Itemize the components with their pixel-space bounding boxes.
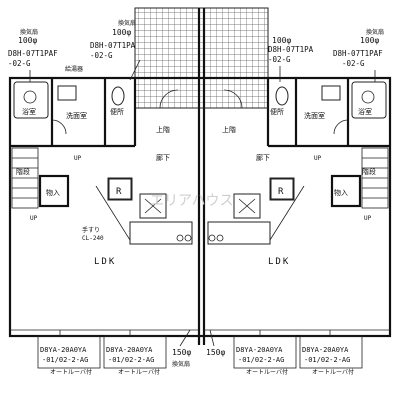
railing-label: 手すり [82,226,100,234]
room-ldk-right: LDK [268,257,290,267]
room-wash-right: 洗面室 [304,111,325,120]
bottom-duct-size-left: 150φ [172,348,191,357]
central-stair-hatch [134,7,269,109]
room-storage-right: 物入 [334,188,348,197]
toilet-left [111,86,125,106]
fridge-right: R [278,187,284,197]
wash-basin-left [57,85,77,101]
duct-note-right-outer: 換気扇 [366,28,384,36]
bottom-duct-note-left-outer: オートルーバ付 [50,368,92,376]
bottom-duct-sub-right-inner: -01/02-2-AG [238,356,284,364]
railing-code: CL-240 [82,235,104,242]
duct-code-left-inner: D8H-07T1PA [90,41,136,50]
bottom-duct-size-note-left: 換気扇 [172,360,190,368]
bathtub-right [351,81,387,119]
duct-note-left-outer: 換気扇 [20,28,38,36]
duct-sub-left-inner: -02-G [90,51,113,60]
bottom-duct-code-right-inner: D8YA-20A0YA [236,346,283,354]
stairs-right [330,147,389,209]
room-stairs-left: 階段 [16,167,30,176]
up-label-left-2: UP [30,215,38,222]
room-hall-left: 廊下 [156,153,170,162]
stairs-left [11,147,70,209]
toilet-right [275,86,289,106]
room-bath-right: 浴室 [358,107,372,116]
room-stairs-right: 階段 [362,167,376,176]
room-hall-right: 廊下 [256,153,270,162]
water-heater-label: 給湯器 [65,65,83,73]
bottom-duct-note-left-inner: オートルーバ付 [118,368,160,376]
duct-note-left-inner: 換気扇 [118,19,136,27]
duct-sub-right-inner: -02-G [268,55,291,64]
room-storage-left: 物入 [46,188,60,197]
room-toilet-left: 便所 [110,107,124,116]
duct-size-left-outer: 100φ [18,36,37,45]
bottom-duct-sub-left-inner: -01/02-2-AG [108,356,154,364]
bottom-duct-code-left-inner: D8YA-20A0YA [106,346,153,354]
room-ldk-left: LDK [94,257,116,267]
duct-size-right-inner: 100φ [272,36,291,45]
room-stairs-upper-right: 上階 [222,125,236,134]
room-stairs-upper-left: 上階 [156,125,170,134]
bathtub-left [13,81,49,119]
outer-walls [8,76,392,338]
duct-sub-right-outer: -02-G [342,59,365,68]
up-label-right-1: UP [314,155,322,162]
bottom-duct-note-right-outer: オートルーバ付 [312,368,354,376]
duct-code-right-outer: D8H-07T1PAF [333,49,383,58]
wash-basin-right [321,85,341,101]
bottom-duct-code-right-outer: D8YA-20A0YA [302,346,349,354]
bottom-duct-note-right-inner: オートルーバ付 [246,368,288,376]
duct-size-right-outer: 100φ [360,36,379,45]
room-wash-left: 洗面室 [66,111,87,120]
duct-code-left-outer: D8H-07T1PAF [8,49,58,58]
room-toilet-right: 便所 [270,107,284,116]
duct-sub-left-outer: -02-G [8,59,31,68]
duct-code-right-inner: D8H-07T1PA [268,45,314,54]
bottom-duct-size-right: 150φ [206,348,225,357]
bottom-duct-code-left-outer: D8YA-20A0YA [40,346,87,354]
up-label-left-1: UP [74,155,82,162]
fridge-left: R [116,187,122,197]
bottom-duct-sub-left-outer: -01/02-2-AG [42,356,88,364]
up-label-right-2: UP [364,215,372,222]
room-bath-left: 浴室 [22,107,36,116]
duct-size-left-inner: 100φ [112,28,131,37]
bottom-duct-sub-right-outer: -01/02-2-AG [304,356,350,364]
watermark: エリアハウス [150,193,233,209]
